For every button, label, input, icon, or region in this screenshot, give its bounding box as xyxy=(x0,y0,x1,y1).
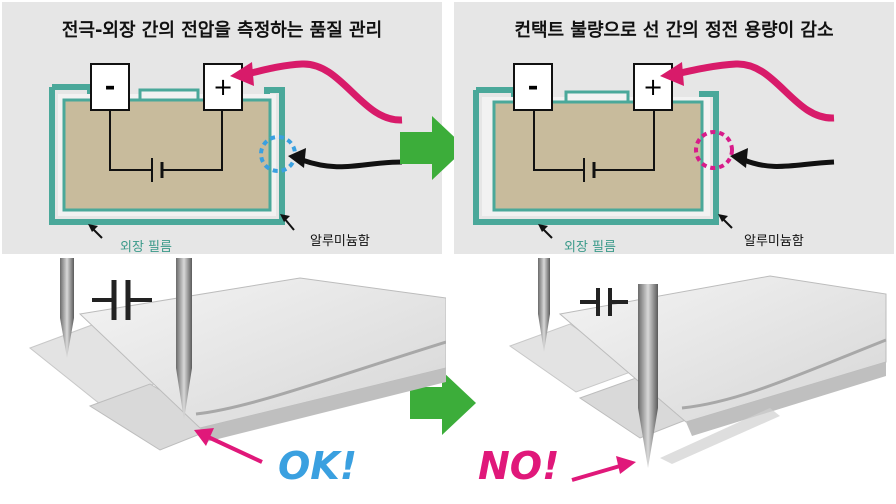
panel-quality-control: 전극-외장 간의 전압을 측정하는 품질 관리 - + 외장 필름 알루 xyxy=(2,2,442,255)
battery-diagram xyxy=(49,60,403,239)
plus-symbol: + xyxy=(642,73,664,101)
battery-diagram xyxy=(473,60,835,239)
panel-contact-failure: 컨택트 불량으로 선 간의 정전 용량이 감소 - + 외장 필름 알루미늄함 xyxy=(454,2,894,255)
probe-illustration xyxy=(28,258,446,464)
probe-scene-ok: OK! xyxy=(0,258,446,504)
probe-arrow xyxy=(246,60,403,124)
panel-title: 컨택트 불량으로 선 간의 정전 용량이 감소 xyxy=(514,20,834,41)
probe-scene-no: NO! xyxy=(450,258,896,504)
plus-symbol: + xyxy=(212,73,234,101)
no-label: NO! xyxy=(478,444,560,488)
aluminum-label: 알루미늄함 xyxy=(310,234,370,249)
ok-label: OK! xyxy=(278,444,358,488)
probe-needle xyxy=(176,258,192,420)
contact-point-circle xyxy=(694,130,734,170)
probe-illustration xyxy=(508,258,887,482)
film-label: 외장 필름 xyxy=(564,240,616,255)
minus-symbol: - xyxy=(527,72,539,102)
film-label: 외장 필름 xyxy=(120,240,172,255)
minus-symbol: - xyxy=(104,72,116,102)
probe-needle xyxy=(60,258,74,358)
aluminum-label: 알루미늄함 xyxy=(744,234,804,249)
panel-title: 전극-외장 간의 전압을 측정하는 품질 관리 xyxy=(61,20,383,41)
probe-needle xyxy=(538,258,550,352)
plus-terminal xyxy=(203,63,243,111)
probe-arrow xyxy=(675,60,835,122)
pouch-body xyxy=(62,98,272,212)
probe-needle xyxy=(638,284,658,468)
